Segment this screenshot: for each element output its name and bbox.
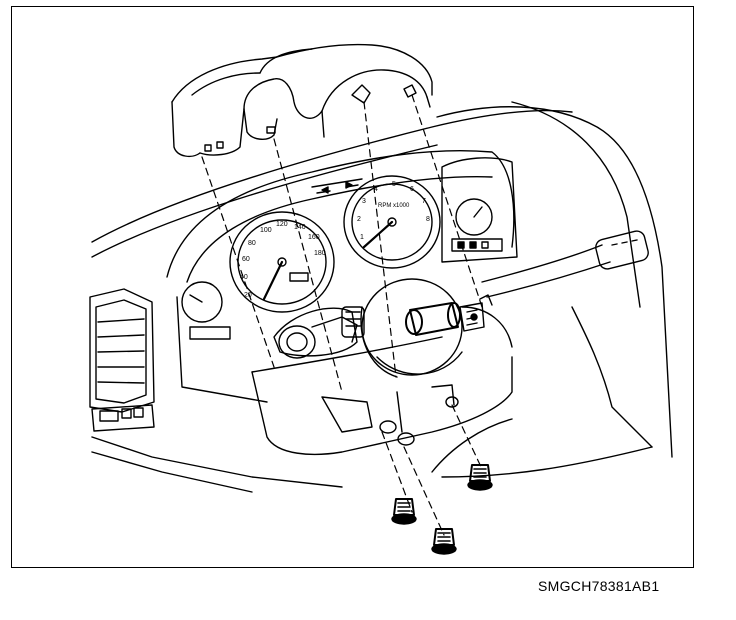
speedometer-tick: 60: [242, 256, 250, 263]
speedometer-tick: 80: [248, 240, 256, 247]
screw: [392, 499, 416, 524]
mounting-screws: [392, 465, 492, 554]
instrument-cluster: [167, 151, 514, 402]
screw: [432, 529, 456, 554]
speedometer-tick: 120: [276, 221, 288, 228]
tachometer-tick: 4: [374, 186, 378, 193]
speedometer-tick: 40: [240, 274, 248, 281]
tachometer-label: RPM x1000: [378, 203, 410, 209]
tachometer-tick: 1: [360, 234, 364, 241]
lower-shroud: [252, 337, 512, 454]
temperature-gauge: [442, 158, 517, 262]
tachometer-tick: 6: [410, 186, 414, 193]
fuel-gauge: [182, 282, 230, 339]
speedometer-tick: 160: [308, 234, 320, 241]
upper-shroud: [172, 45, 432, 157]
steering-shaft: [406, 295, 492, 335]
figure-frame: 20 40 60 80 100 120 140 160 180 RPM x100…: [11, 6, 694, 568]
speedometer-tick: 20: [244, 292, 252, 299]
ignition-switch: [274, 307, 364, 358]
alignment-lines: [202, 95, 482, 535]
tachometer-tick: 7: [422, 198, 426, 205]
speedometer-tick: 100: [260, 227, 272, 234]
figure-code: SMGCH78381AB1: [538, 578, 660, 594]
dashboard: [92, 102, 672, 492]
tachometer-tick: 3: [362, 198, 366, 205]
screw: [468, 465, 492, 490]
clock-spring: [361, 279, 512, 377]
speedometer: 20 40 60 80 100 120 140 160 180: [230, 212, 334, 312]
air-vent: [90, 289, 154, 431]
steering-column-shroud-diagram: 20 40 60 80 100 120 140 160 180 RPM x100…: [12, 7, 695, 569]
speedometer-tick: 180: [314, 250, 326, 257]
tachometer-tick: 2: [357, 216, 361, 223]
multifunction-stalk: [482, 229, 650, 297]
speedometer-tick: 140: [294, 224, 306, 231]
tachometer-tick: 8: [426, 216, 430, 223]
tachometer: RPM x1000 1 2 3 4 5 6 7 8: [312, 176, 440, 268]
tachometer-tick: 5: [392, 181, 396, 188]
